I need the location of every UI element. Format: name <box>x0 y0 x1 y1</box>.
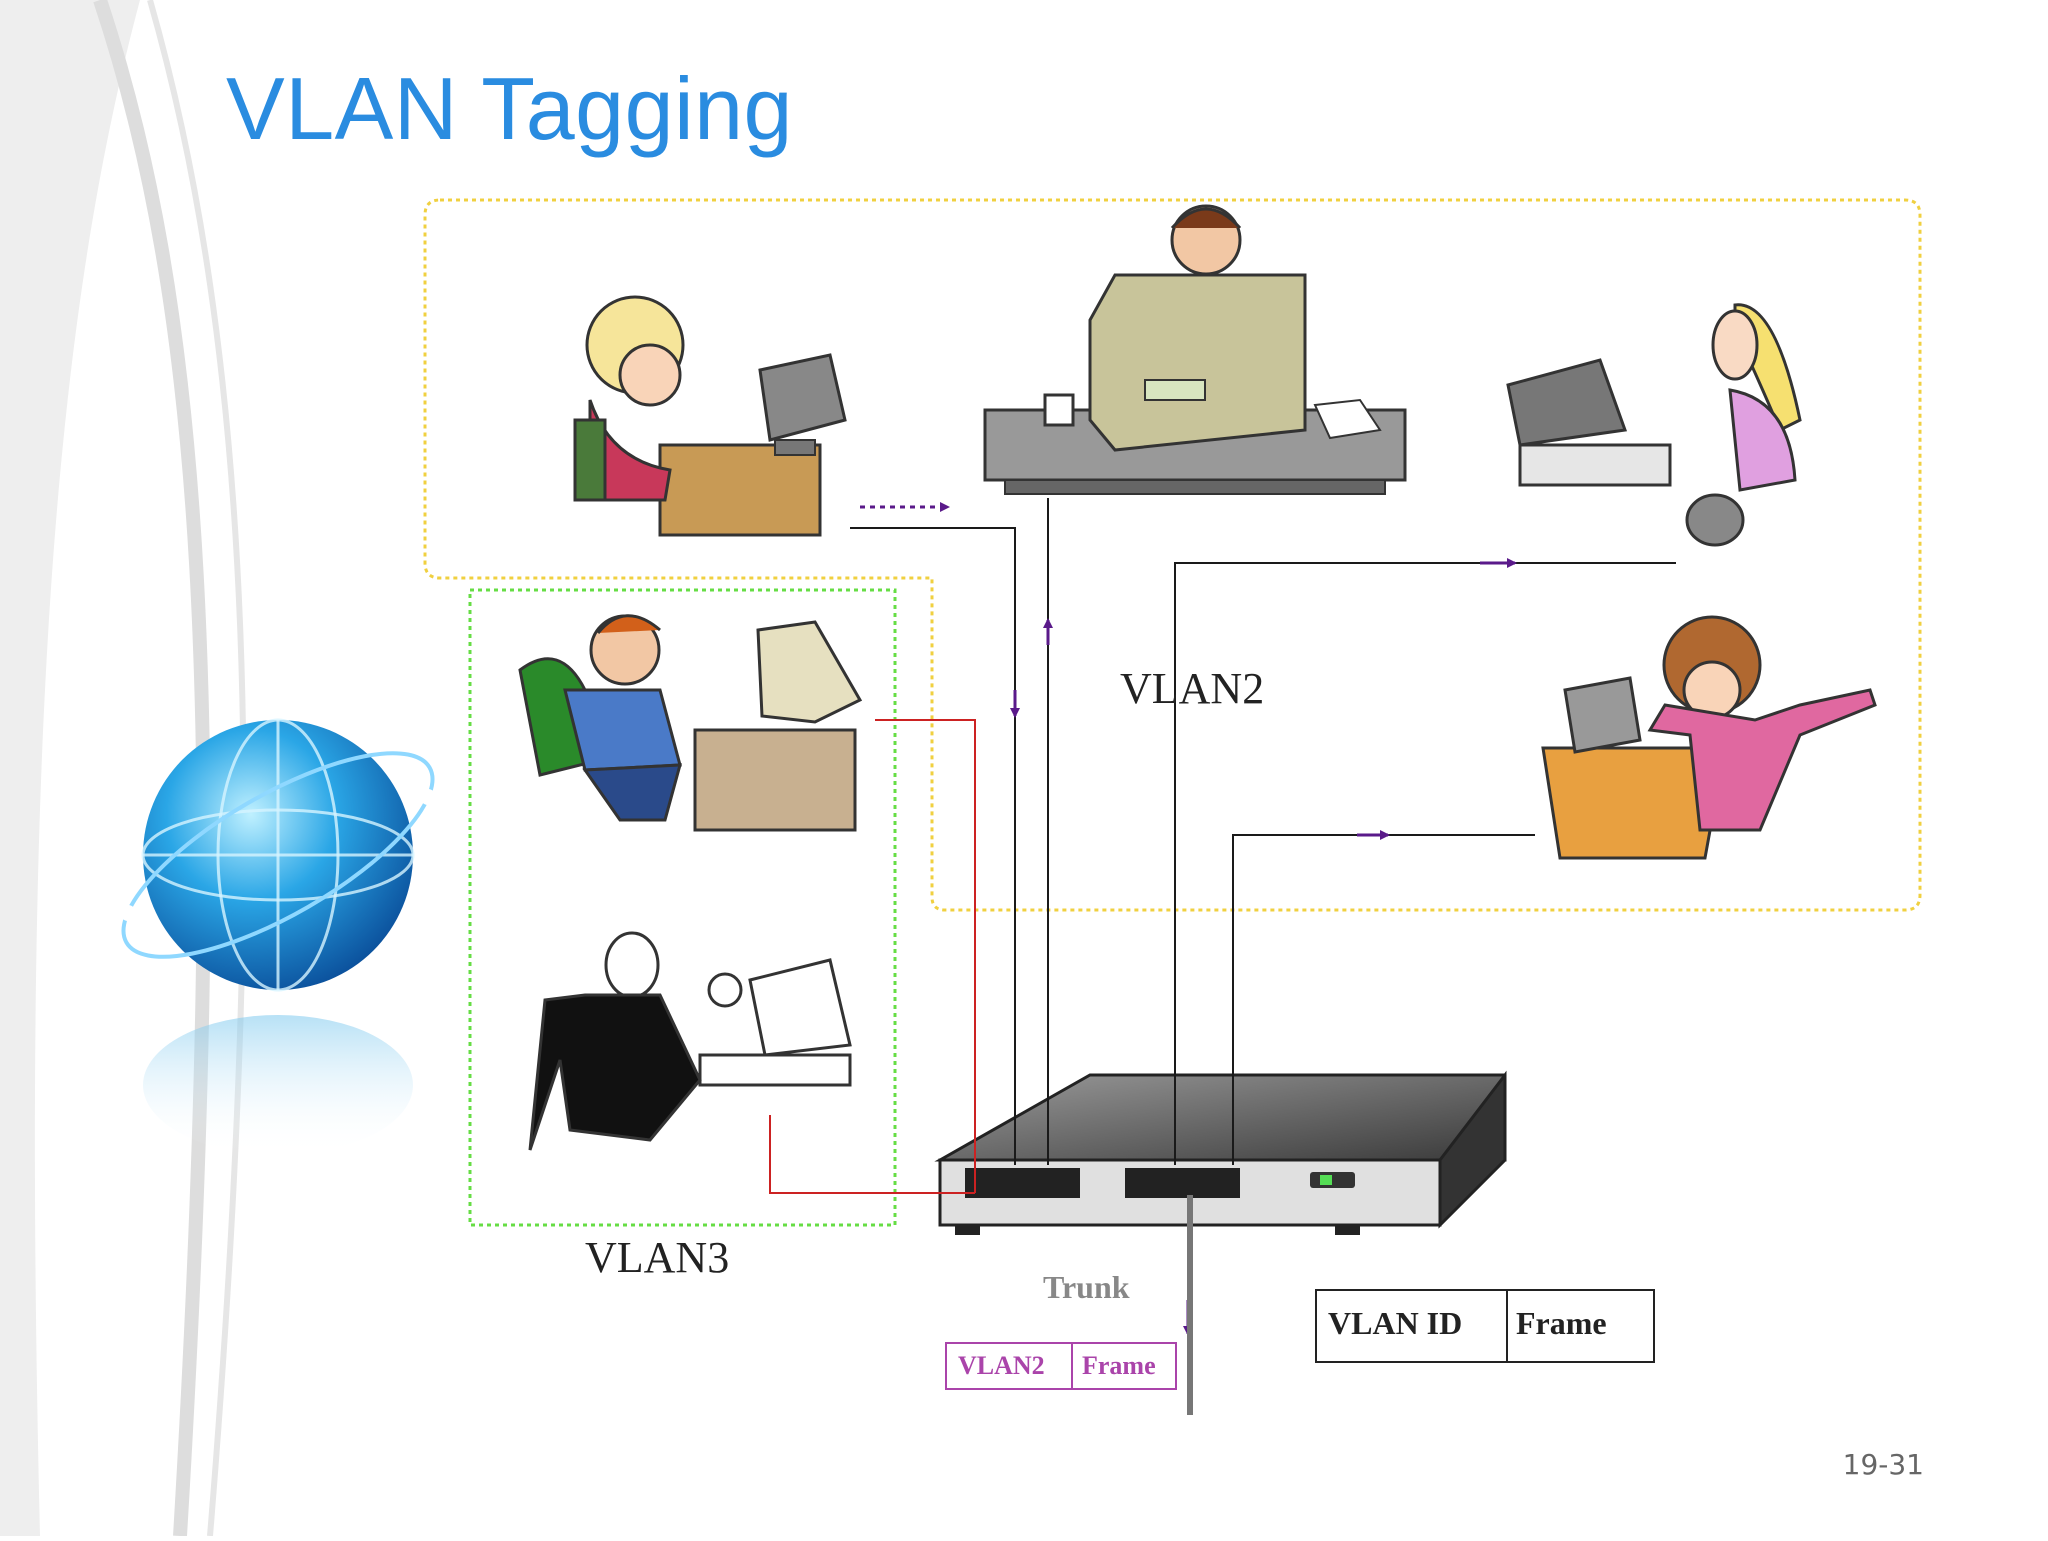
office-worker-icon <box>518 614 863 832</box>
office-worker-icon <box>1541 615 1877 860</box>
vlan3-links <box>769 719 976 1194</box>
vlan2-label: VLAN2 <box>1120 664 1264 713</box>
office-worker-icon <box>1506 303 1802 547</box>
vlan3-region <box>468 588 897 1227</box>
office-worker-icon <box>983 204 1407 495</box>
trunk-frame-tag: VLAN2 <box>958 1351 1045 1380</box>
globe-icon <box>120 718 436 1155</box>
frame-format: VLAN ID Frame <box>1315 1289 1655 1363</box>
vlan3-label: VLAN3 <box>585 1233 729 1282</box>
trunk-frame: VLAN2 Frame <box>945 1342 1177 1390</box>
frame-format-payload: Frame <box>1516 1305 1607 1341</box>
trunk-label: Trunk <box>1043 1269 1130 1305</box>
page-title: VLAN Tagging <box>226 59 793 158</box>
network-switch-icon <box>934 1070 1507 1235</box>
vlan2-links <box>850 498 1676 1165</box>
page-number: 19-31 <box>1842 1448 1924 1481</box>
background-decoration <box>0 0 247 1537</box>
trunk-frame-payload: Frame <box>1082 1351 1156 1380</box>
office-worker-icon <box>573 295 847 537</box>
office-worker-icon <box>528 931 852 1151</box>
frame-format-tag: VLAN ID <box>1328 1305 1462 1341</box>
vlan2-region <box>423 198 1922 912</box>
